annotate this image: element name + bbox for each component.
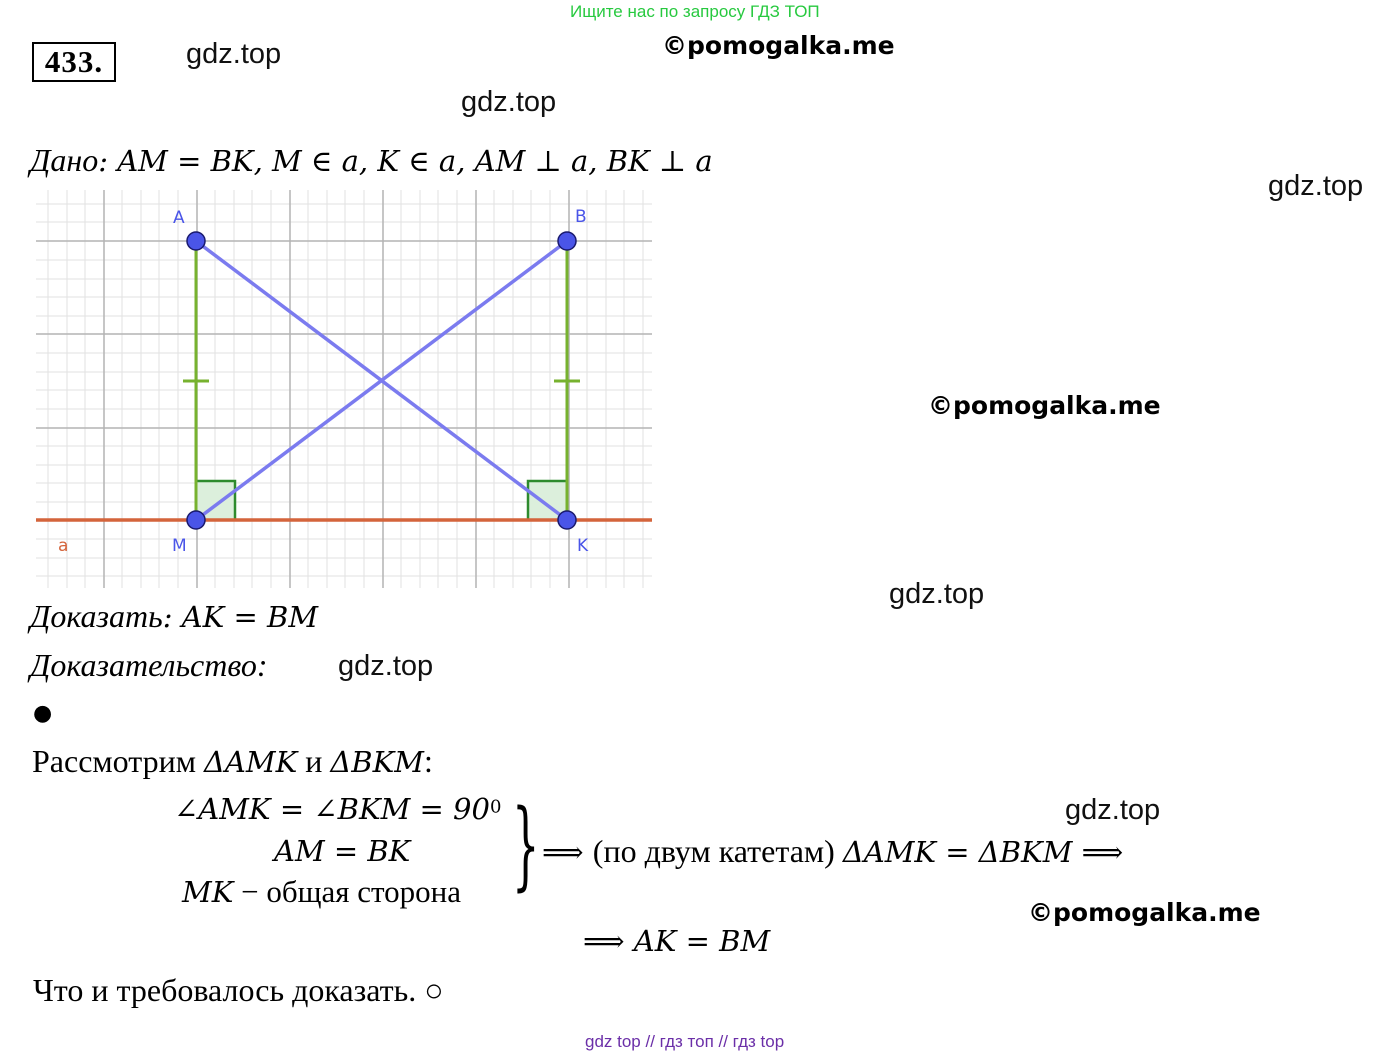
- label-m: M: [172, 536, 187, 556]
- point-b: [557, 231, 577, 251]
- angles-equal: ∠AMK = ∠BKM = 90: [174, 792, 490, 826]
- proof-label-line: Доказательство:: [30, 647, 267, 684]
- bullet: ●: [33, 701, 53, 726]
- proof-label: Доказательство: [30, 647, 257, 683]
- watermark-pomogalka: ©pomogalka.me: [662, 31, 895, 60]
- consider-prefix: Рассмотрим: [32, 743, 204, 779]
- prove-label: Доказать: [30, 598, 163, 634]
- label-k: K: [577, 536, 589, 556]
- system-line-3: MK − общая сторона: [182, 874, 461, 910]
- given-line: Дано: AM = BK, M ∈ a, K ∈ a, AM ⊥ a, BK …: [30, 142, 713, 179]
- system-line-1: ∠AMK = ∠BKM = 900: [174, 792, 501, 826]
- watermark-gdz: gdz.top: [1065, 794, 1161, 826]
- degree-sup: 0: [489, 796, 502, 818]
- label-b: B: [575, 207, 587, 227]
- point-k: [557, 510, 577, 530]
- watermark-gdz: gdz.top: [338, 650, 434, 682]
- label-a: A: [173, 208, 185, 228]
- consider-line: Рассмотрим ΔAMK и ΔBKM:: [32, 743, 433, 780]
- common-side: MK: [182, 875, 234, 909]
- triangle-bkm: ΔBKM: [330, 745, 424, 779]
- consider-and: и: [297, 743, 331, 779]
- sides-equal: AM = BK: [274, 834, 411, 868]
- given-label: Дано: [30, 142, 99, 178]
- triangles-equal: ΔAMK = ΔBKM ⟹: [842, 835, 1124, 869]
- watermark-gdz: gdz.top: [186, 38, 282, 70]
- watermark-pomogalka: ©pomogalka.me: [1028, 898, 1261, 927]
- qed-line: Что и требовалось доказать. ○: [33, 972, 444, 1008]
- conclusion-text: (по двум катетам): [592, 833, 843, 869]
- segment-bm: [194, 239, 569, 522]
- watermark-gdz: gdz.top: [461, 86, 557, 118]
- watermark-gdz: gdz.top: [889, 578, 985, 610]
- watermark-gdz: gdz.top: [1268, 170, 1364, 202]
- result-line: ⟹ AK = BM: [583, 924, 771, 958]
- footer-note: gdz top // гдз топ // гдз top: [585, 1032, 785, 1051]
- prove-line: Доказать: AK = BM: [30, 598, 318, 635]
- triangle-amk: ΔAMK: [203, 745, 298, 779]
- top-search-note: Ищите нас по запросу ГДЗ ТОП: [570, 2, 820, 21]
- implies-arrow: ⟹: [542, 835, 593, 869]
- watermark-pomogalka: ©pomogalka.me: [928, 391, 1161, 420]
- consider-colon: :: [423, 743, 433, 779]
- given-statement: : AM = BK, M ∈ a, K ∈ a, AM ⊥ a, BK ⊥ a: [98, 144, 713, 178]
- right-brace: }: [512, 789, 540, 901]
- grid: [36, 190, 652, 588]
- label-line-a: a: [58, 536, 68, 556]
- point-m: [186, 510, 206, 530]
- problem-number: 433.: [32, 42, 116, 82]
- conclusion-line: ⟹ (по двум катетам) ΔAMK = ΔBKM ⟹: [542, 833, 1123, 870]
- point-a: [186, 231, 206, 251]
- common-side-text: − общая сторона: [233, 874, 462, 909]
- geometry-figure: A B M K a: [36, 190, 652, 588]
- proof-colon: :: [256, 647, 268, 683]
- prove-statement: : AK = BM: [162, 600, 319, 634]
- system-line-2: AM = BK: [274, 834, 410, 868]
